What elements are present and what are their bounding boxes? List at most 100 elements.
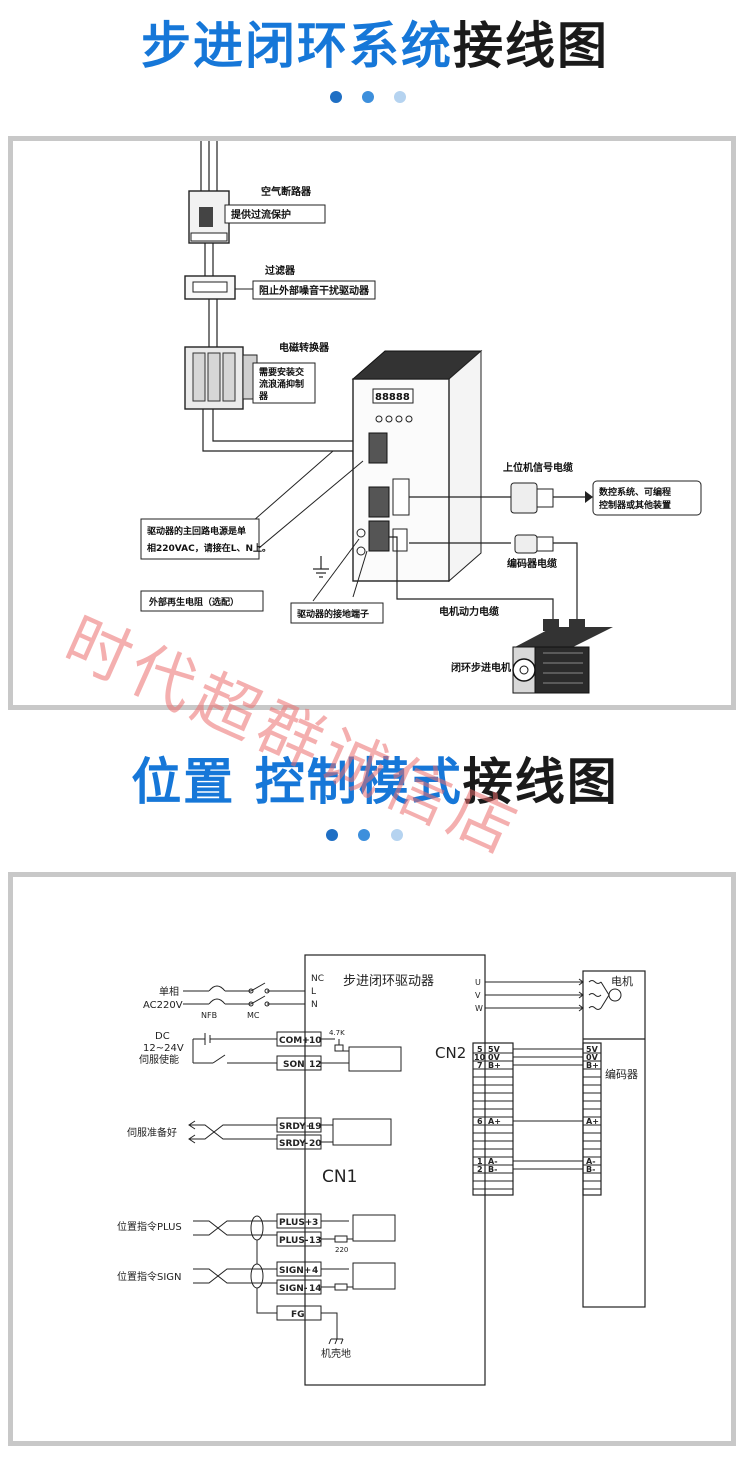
cn2-sig-an: A-: [488, 1157, 498, 1166]
ground-box: [290, 602, 384, 624]
motor-encoder-box: [582, 970, 646, 1308]
signal-cable-label: 上位机信号电缆: [503, 461, 573, 474]
contactor-note-1: 需要安装交: [259, 366, 304, 378]
cn2-pin-grid: [473, 1043, 601, 1195]
driver-unit: 88888: [351, 349, 483, 583]
driver-display: 88888: [375, 392, 410, 403]
position-mode-panel: 步进闭环驱动器 CN1 CN2 NC L N 单相 AC220V NFB MC …: [8, 872, 736, 1446]
regen-box: [140, 590, 264, 612]
plus-n-pin: 13: [309, 1236, 322, 1246]
enc-0v: 0V: [586, 1053, 599, 1062]
cn2-sig-bp: B+: [488, 1061, 501, 1070]
controller-box: [592, 480, 702, 516]
filter: [184, 275, 236, 300]
section1-dots: [0, 91, 750, 105]
chassis-label: 机壳地: [321, 1347, 351, 1360]
encoder-connector: [514, 534, 554, 554]
driver-label: 步进闭环驱动器: [343, 974, 434, 989]
closed-loop-motor: [512, 619, 613, 694]
sign-p-pin: 4: [312, 1266, 318, 1276]
section2-title: 位置 控制模式接线图: [0, 752, 750, 812]
cn2-sig-ap: A+: [488, 1117, 501, 1126]
cn1-label: CN1: [322, 1167, 357, 1187]
enc-ap: A+: [586, 1117, 599, 1126]
sign-cmd-label: 位置指令SIGN: [117, 1270, 182, 1283]
dot-2: [362, 91, 374, 103]
breaker-note: 提供过流保护: [231, 208, 291, 221]
motor-cable-label: 电机动力电缆: [439, 605, 499, 618]
controller-label-1: 数控系统、可编程: [599, 486, 671, 498]
r47k-label: 4.7K: [329, 1029, 345, 1037]
servo-enable-label: 伺服使能: [139, 1053, 179, 1066]
com-label: COM+: [279, 1036, 310, 1046]
contactor: [184, 346, 258, 410]
cn2-sig-bn: B-: [488, 1165, 497, 1174]
filter-note: 阻止外部噪音干扰驱动器: [259, 284, 370, 297]
encoder-cable-label: 编码器电缆: [507, 557, 557, 570]
contactor-note-3: 器: [258, 391, 269, 402]
main-power-1: 驱动器的主回路电源是单: [147, 525, 246, 537]
cn2-pin-2: 2: [477, 1165, 483, 1174]
dc-label: DC: [155, 1031, 170, 1042]
cn2-sig-5v: 5V: [488, 1045, 501, 1054]
main-power-box: [140, 518, 260, 560]
son-label: SON: [283, 1060, 305, 1070]
plus-p-pin: 3: [312, 1218, 318, 1228]
cn2-pin-6: 6: [477, 1117, 483, 1126]
srdy-n-label: SRDY-: [279, 1139, 308, 1149]
mc-label: MC: [247, 1011, 260, 1020]
nfb-label: NFB: [201, 1011, 217, 1020]
enc-an: A-: [586, 1157, 596, 1166]
cn2-pin-1: 1: [477, 1157, 483, 1166]
controller-label-2: 控制器或其他装置: [599, 499, 671, 511]
contactor-label: 电磁转换器: [279, 341, 330, 354]
sign-n-pin: 14: [309, 1284, 322, 1294]
srdy-p-label: SRDY+: [279, 1122, 313, 1132]
motor-label: 电机: [611, 974, 633, 988]
u-label: U: [475, 978, 481, 987]
sign-p-label: SIGN+: [279, 1266, 311, 1276]
dot-3: [391, 829, 403, 841]
encoder-label: 编码器: [605, 1067, 638, 1081]
cn2-pin-10: 10: [474, 1053, 486, 1062]
contactor-note-2: 流浪涌抑制: [259, 378, 304, 390]
sign-n-label: SIGN-: [279, 1284, 308, 1294]
dot-2: [358, 829, 370, 841]
single-phase-1: 单相: [159, 985, 179, 998]
breaker: [188, 190, 230, 244]
plus-n-label: PLUS-: [279, 1236, 309, 1246]
n-label: N: [311, 1000, 318, 1010]
son-pin: 12: [309, 1060, 322, 1070]
com-pin: 10: [309, 1036, 322, 1046]
srdy-p-pin: 19: [309, 1122, 322, 1132]
section1-title-black: 接线图: [453, 17, 609, 75]
system-wiring-panel: 空气断路器 提供过流保护 过滤器 阻止外部噪音干扰驱动器 电磁转换器 需要安装交…: [8, 136, 736, 710]
filter-note-box: [252, 280, 376, 300]
ground-symbol: [313, 556, 329, 578]
plus-p-label: PLUS+: [279, 1218, 312, 1228]
fg-label: FG: [291, 1310, 305, 1320]
contactor-note-box: [252, 362, 316, 404]
cn2-label: CN2: [435, 1044, 466, 1062]
system-wiring-diagram: 空气断路器 提供过流保护 过滤器 阻止外部噪音干扰驱动器 电磁转换器 需要安装交…: [140, 141, 702, 694]
r220-label: 220: [335, 1246, 348, 1254]
section2-dots: [0, 829, 750, 843]
enc-bp: B+: [586, 1061, 599, 1070]
breaker-label: 空气断路器: [261, 185, 312, 198]
section2-title-black: 接线图: [462, 753, 619, 811]
l-label: L: [311, 987, 316, 997]
section2-title-blue: 位置 控制模式: [131, 753, 463, 811]
section1-title: 步进闭环系统接线图: [0, 16, 750, 76]
signal-connector: [510, 482, 554, 514]
servo-ready-label: 伺服准备好: [127, 1126, 177, 1139]
section1-title-blue: 步进闭环系统: [141, 17, 453, 75]
v-label: V: [475, 991, 481, 1000]
filter-label: 过滤器: [265, 264, 296, 277]
single-phase-2: AC220V: [143, 1000, 183, 1011]
position-mode-diagram: 步进闭环驱动器 CN1 CN2 NC L N 单相 AC220V NFB MC …: [117, 954, 646, 1386]
cn2-sig-0v: 0V: [488, 1053, 501, 1062]
enc-5v: 5V: [586, 1045, 599, 1054]
regen-label: 外部再生电阻（选配）: [148, 596, 239, 608]
enc-bn: B-: [586, 1165, 595, 1174]
dot-3: [394, 91, 406, 103]
